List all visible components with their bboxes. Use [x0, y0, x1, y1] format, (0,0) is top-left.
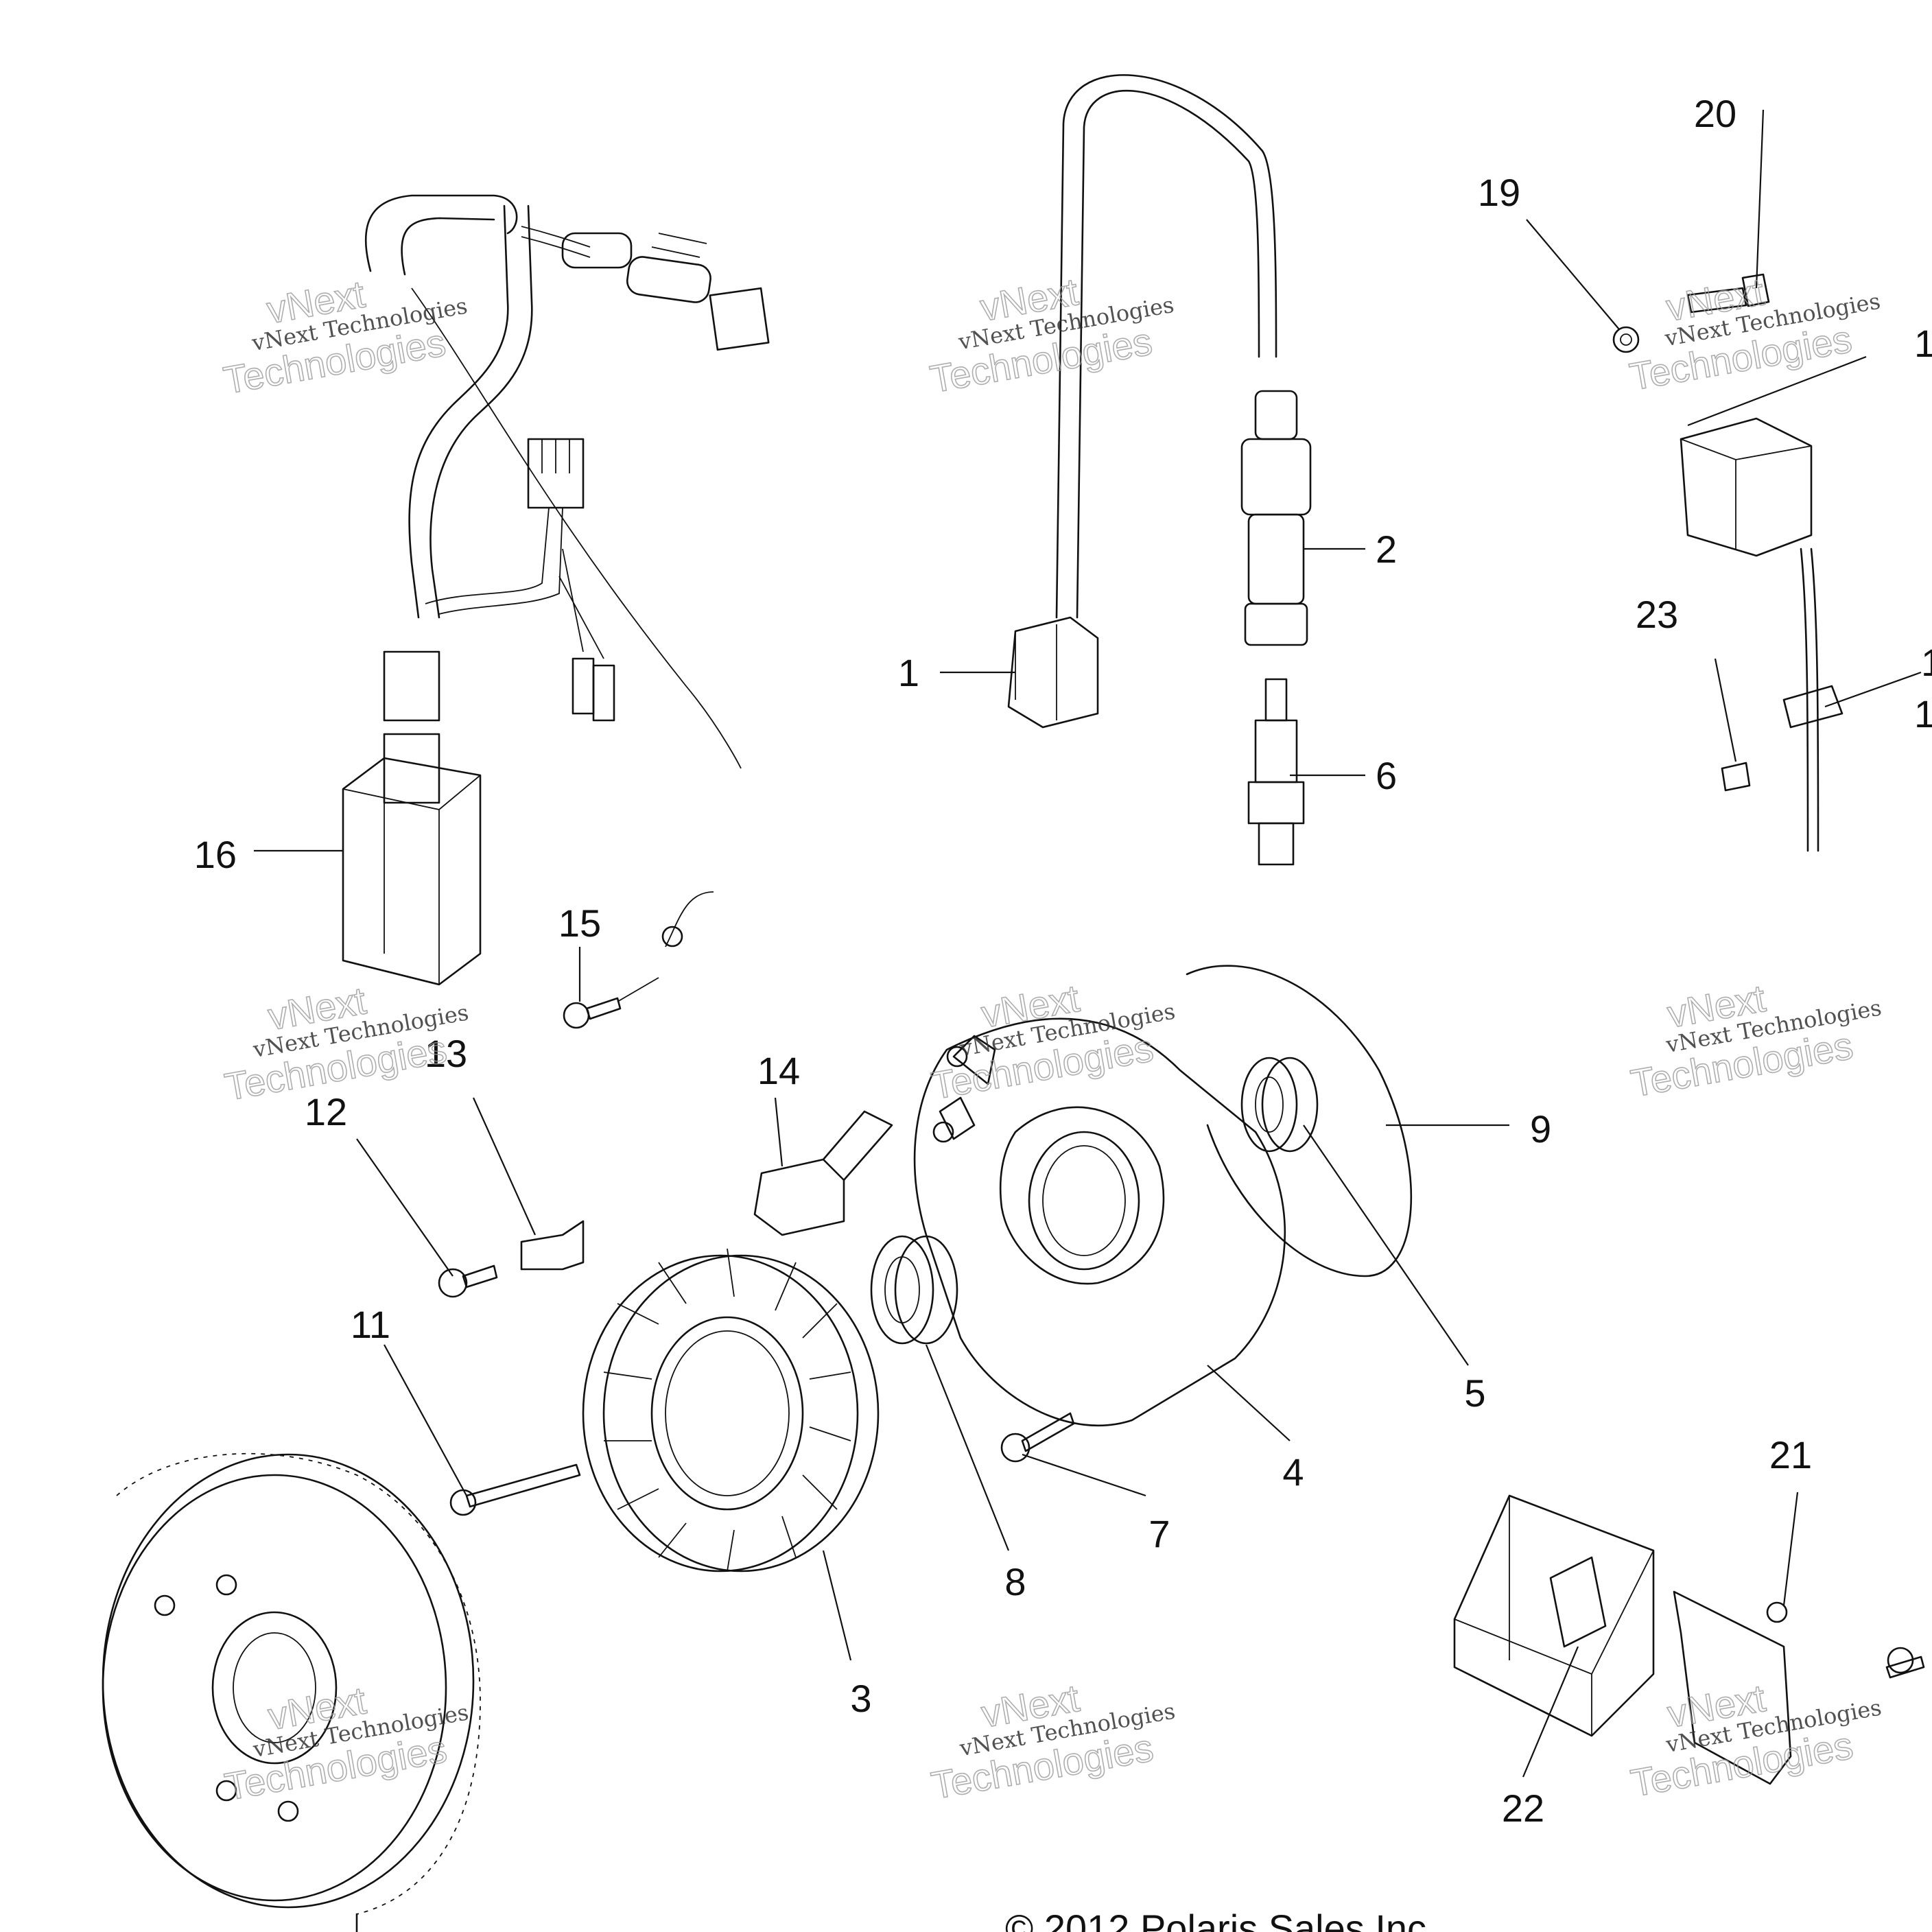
callout-3: 3 [850, 1677, 871, 1720]
callout-15: 15 [558, 902, 601, 945]
callout-16: 16 [194, 833, 237, 876]
flywheel [102, 1452, 481, 1932]
secondary-coil [1612, 273, 1843, 852]
callout-labels: 1 2 6 1 20 19 1 23 1 16 15 13 12 14 9 5 … [194, 92, 1932, 1830]
watermark-mr: vNext Technologies vNext Technologies [1627, 976, 1884, 1105]
callout-1-coil: 1 [898, 651, 919, 694]
callout-4: 4 [1282, 1450, 1304, 1494]
callout-21: 21 [1769, 1433, 1812, 1476]
watermark-bl: vNext Technologies vNext Technologies [221, 1677, 471, 1809]
watermark-br: vNext Technologies vNext Technologies [1627, 1675, 1884, 1805]
bearing [870, 1235, 958, 1345]
callout-22: 22 [1502, 1787, 1544, 1830]
callout-20: 20 [1694, 92, 1736, 135]
gasket [1186, 965, 1413, 1277]
leader-lines [254, 109, 1922, 1778]
watermark-tr: vNext Technologies vNext Technologies [1626, 269, 1883, 399]
watermark-tl: vNext Technologies vNext Technologies [220, 272, 469, 403]
callout-1-secondary: 1 [1914, 322, 1932, 365]
callout-8: 8 [1004, 1560, 1026, 1603]
cdi-box [342, 733, 482, 986]
voltage-regulator [1453, 1494, 1925, 1785]
watermark-mc: vNext Technologies vNext Technologies [928, 976, 1177, 1108]
watermark-tc: vNext Technologies vNext Technologies [926, 269, 1176, 401]
callout-5: 5 [1464, 1371, 1485, 1415]
callout-23: 23 [1636, 593, 1678, 636]
copyright-text: © 2012 Polaris Sales Inc. [1005, 1907, 1437, 1932]
ignition-coil [1007, 74, 1277, 729]
callout-19: 19 [1478, 171, 1520, 214]
callout-12: 12 [305, 1090, 347, 1133]
callout-9: 9 [1530, 1107, 1551, 1151]
spark-plug-cap [1240, 390, 1312, 646]
small-hardware [438, 891, 1075, 1516]
callout-1-clip: 1 [1921, 641, 1932, 684]
callout-11: 11 [351, 1303, 390, 1346]
wire-harness [364, 194, 770, 769]
callout-1-extra: 1 [1914, 692, 1932, 735]
stator [582, 1248, 880, 1572]
callout-2: 2 [1376, 528, 1397, 571]
callout-14: 14 [757, 1049, 800, 1092]
stator-plate [913, 1017, 1286, 1427]
callout-13: 13 [425, 1032, 467, 1075]
callout-7: 7 [1148, 1512, 1170, 1555]
callout-6: 6 [1376, 754, 1397, 797]
spark-plug [1247, 678, 1305, 866]
seal [1240, 1057, 1319, 1153]
watermark-bc: vNext Technologies vNext Technologies [928, 1675, 1177, 1808]
